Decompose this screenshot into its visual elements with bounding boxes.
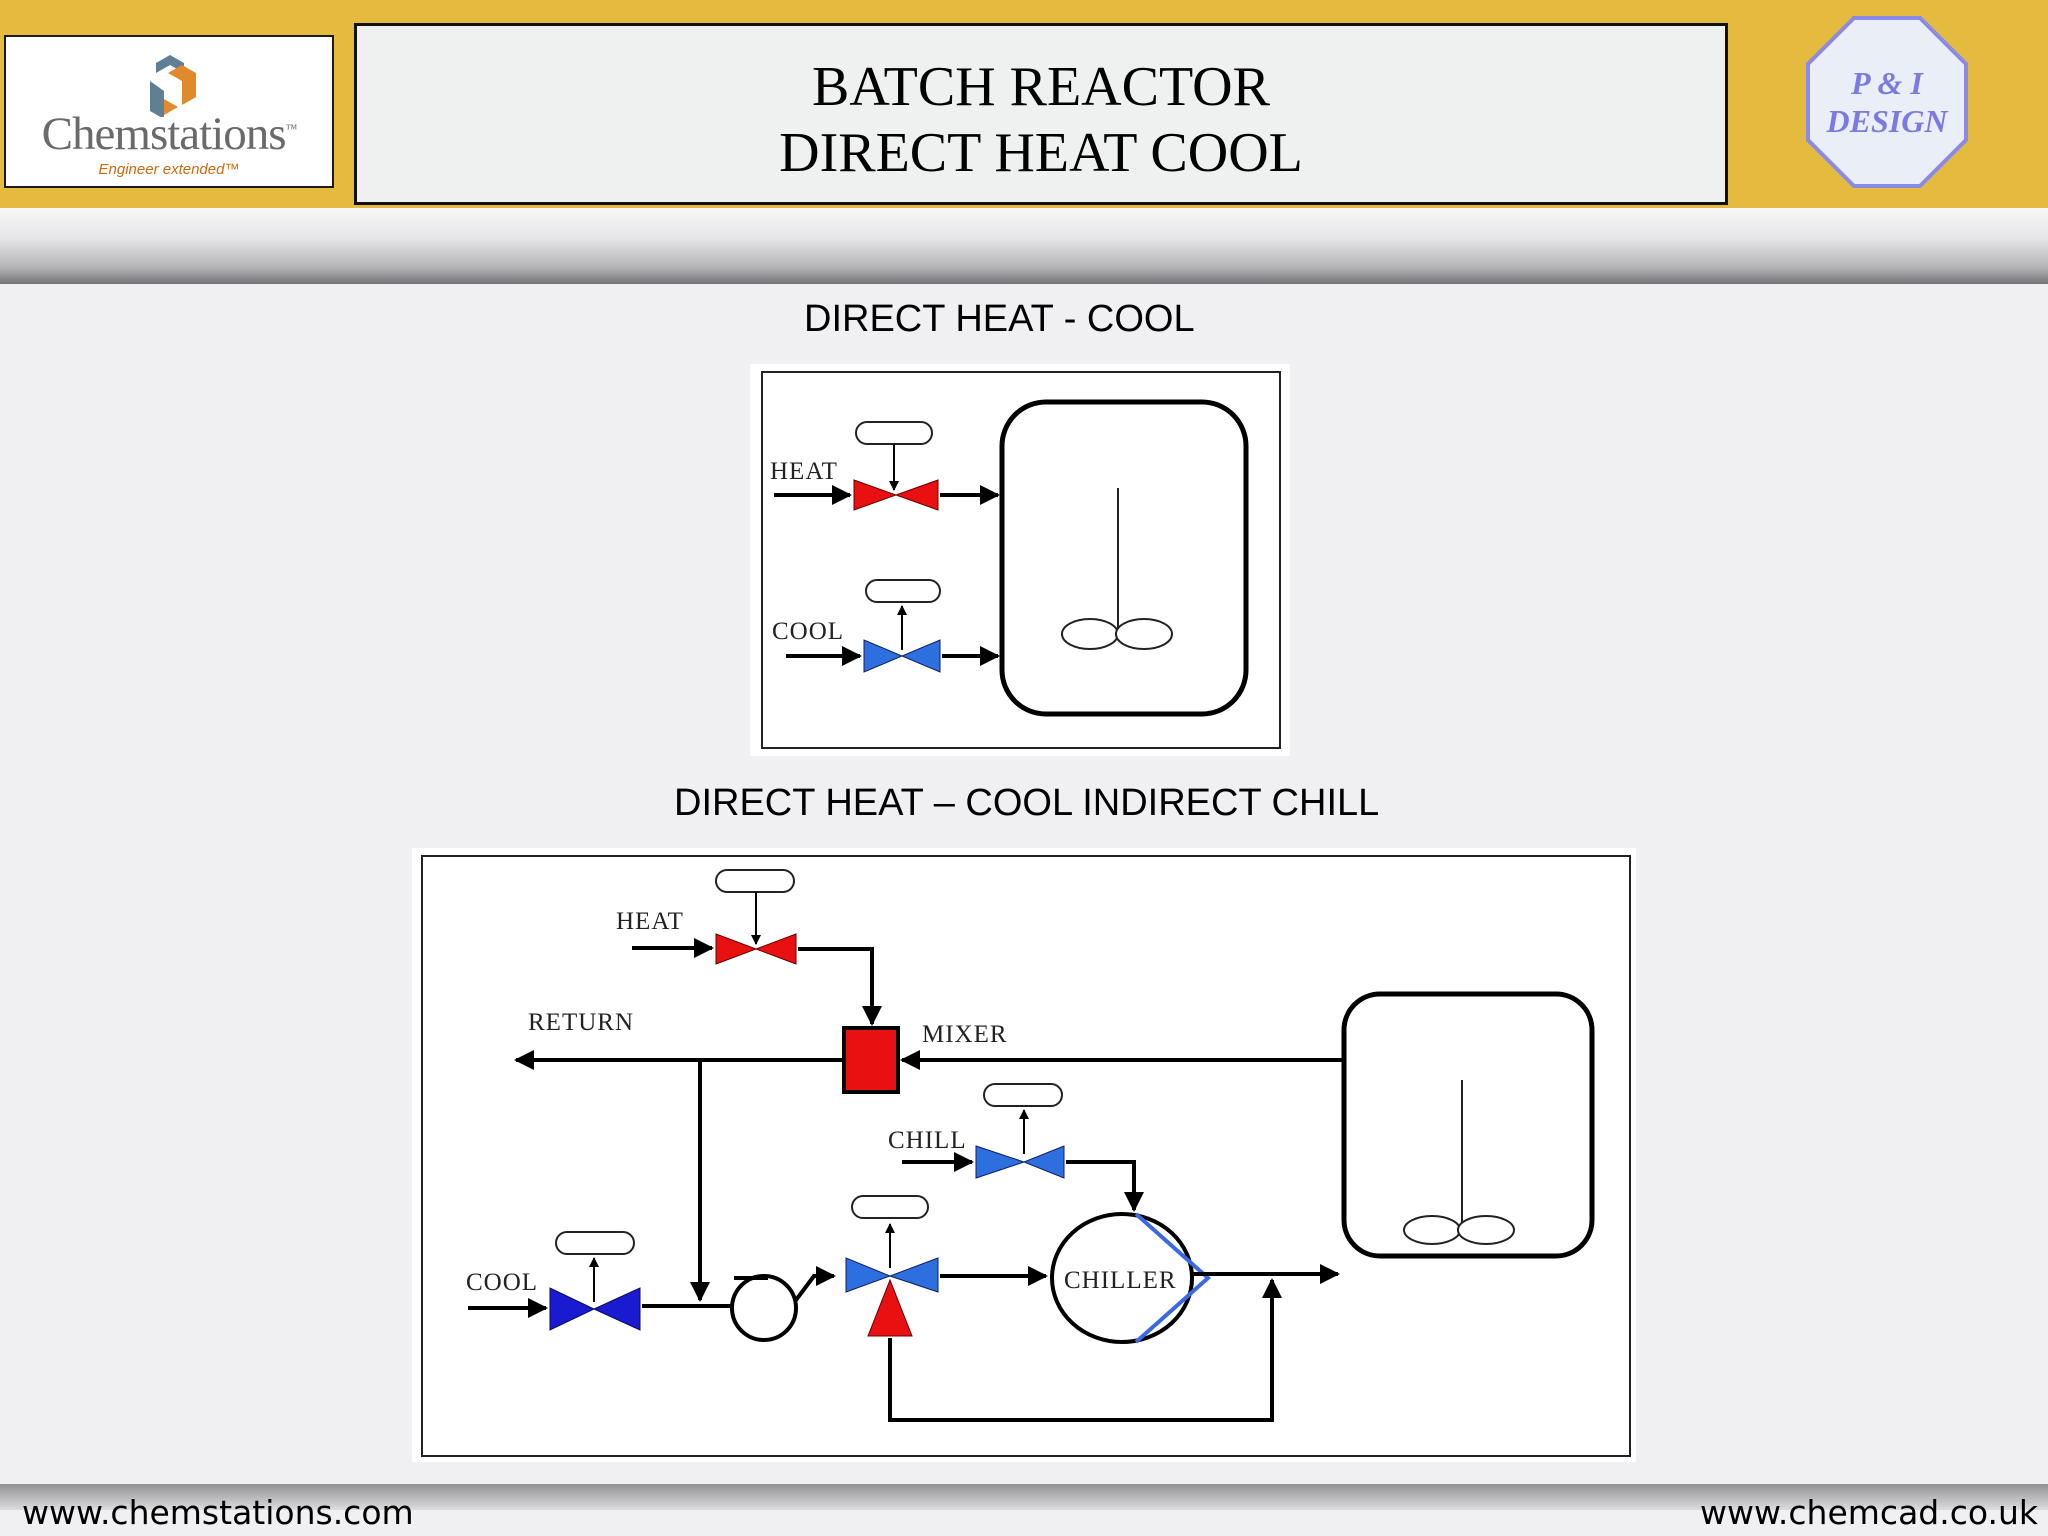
s2-reactor-vessel — [1341, 991, 1595, 1259]
header-divider-band — [0, 208, 2048, 284]
s2-cool-label: COOL — [466, 1269, 538, 1296]
s2-chill-actuator — [983, 1083, 1063, 1107]
s1-cool-valve — [863, 639, 941, 673]
s1-cool-label: COOL — [772, 618, 844, 645]
s2-chiller-label: CHILLER — [1064, 1267, 1177, 1294]
footer-right-url[interactable]: www.chemcad.co.uk — [1699, 1493, 2038, 1532]
s2-cool-valve — [549, 1287, 641, 1331]
s2-three-way-valve — [845, 1257, 939, 1337]
badge-line-1: P & I — [1850, 65, 1924, 101]
s1-reactor-vessel — [999, 399, 1249, 717]
page-title: BATCH REACTOR DIRECT HEAT COOL — [354, 23, 1728, 205]
s1-heat-actuator — [855, 421, 933, 445]
s2-chill-label: CHILL — [888, 1127, 967, 1154]
diagram-direct-heat-cool: HEAT COOL — [750, 364, 1290, 756]
section1-heading: DIRECT HEAT - COOL — [804, 298, 1195, 340]
s1-cool-actuator — [865, 579, 941, 603]
title-line-1: BATCH REACTOR — [812, 56, 1270, 118]
s1-heat-label: HEAT — [770, 458, 838, 485]
s2-mixer — [842, 1026, 900, 1094]
s2-return-label: RETURN — [528, 1009, 634, 1036]
title-line-2: DIRECT HEAT COOL — [779, 122, 1303, 184]
s2-three-way-actuator — [851, 1195, 929, 1219]
s2-heat-actuator — [715, 869, 795, 893]
s2-heat-label: HEAT — [616, 908, 684, 935]
header-bar: Chemstations™ Engineer extended™ BATCH R… — [0, 0, 2048, 208]
diagram-direct-heat-cool-indirect-chill: HEAT MIXER RETURN CHILL COOL — [412, 848, 1636, 1462]
section2-heading: DIRECT HEAT – COOL INDIRECT CHILL — [674, 782, 1380, 824]
s2-heat-valve — [715, 933, 797, 965]
logo-tagline: Engineer extended™ — [98, 161, 240, 178]
s2-mixer-label: MIXER — [922, 1021, 1008, 1048]
footer-divider-band — [0, 1484, 2048, 1510]
pid-design-badge: P & I DESIGN — [1806, 16, 1968, 188]
s2-pump — [730, 1274, 798, 1342]
chemstations-logo-icon — [150, 55, 196, 117]
logo-trademark: ™ — [285, 121, 298, 136]
badge-line-2: DESIGN — [1826, 103, 1950, 139]
s2-cool-actuator — [555, 1231, 635, 1255]
logo-wordmark: Chemstations — [41, 108, 287, 160]
s1-heat-valve — [853, 479, 939, 511]
chemstations-logo: Chemstations™ Engineer extended™ — [4, 35, 334, 188]
s2-chill-valve — [975, 1145, 1065, 1179]
s2-chiller — [1050, 1212, 1212, 1344]
footer-left-url[interactable]: www.chemstations.com — [22, 1493, 414, 1532]
